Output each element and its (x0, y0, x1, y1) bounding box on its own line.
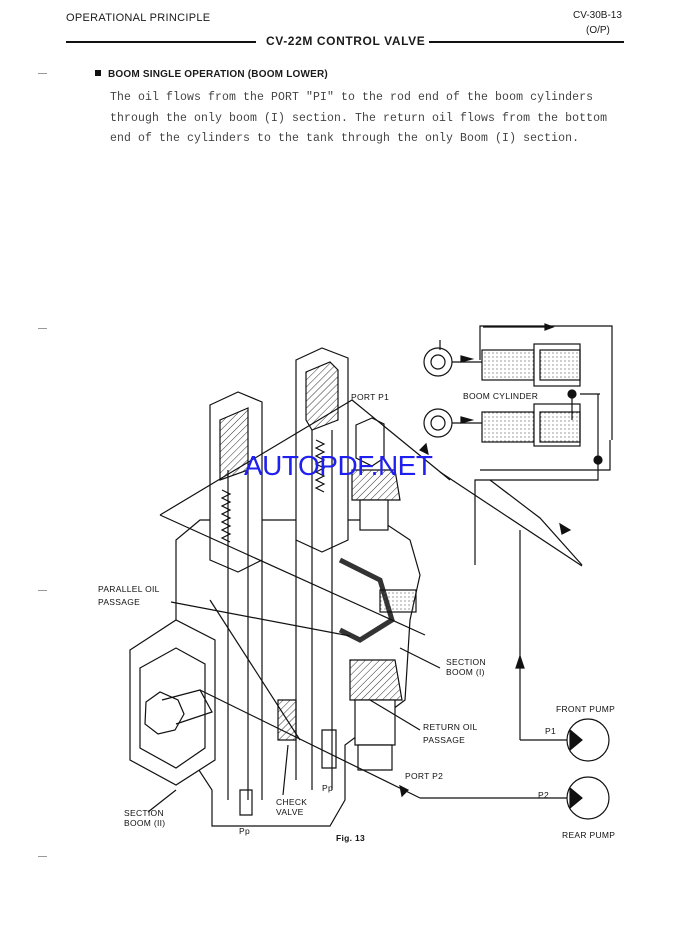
label-parallel-oil: PARALLEL OIL (98, 584, 160, 594)
relief-valve-top (355, 417, 385, 467)
front-pump (566, 718, 610, 762)
hydraulic-line (474, 460, 599, 565)
label-section-boom-ii: SECTION (124, 808, 164, 818)
label-port-p1: PORT P1 (351, 392, 390, 402)
label-return-oil: RETURN OIL (423, 722, 478, 732)
paragraph-line: end of the cylinders to the tank through… (110, 132, 580, 145)
watermark-text: AUTOPDF.NET (244, 450, 433, 481)
label-boom-cylinder: BOOM CYLINDER (463, 391, 539, 401)
label-pp: Pp (322, 783, 333, 793)
title-rule-left (66, 41, 256, 43)
label-pp: Pp (239, 826, 250, 836)
operation-heading-text: BOOM SINGLE OPERATION (BOOM LOWER) (108, 69, 328, 80)
paragraph-line: The oil flows from the PORT "PI" to the … (110, 91, 594, 104)
label-section-boom-i: SECTION (446, 657, 486, 667)
page-title: CV-22M CONTROL VALVE (262, 34, 430, 48)
description-paragraph: The oil flows from the PORT "PI" to the … (110, 88, 630, 150)
relief-valve-bottom (349, 659, 403, 701)
label-parallel-oil-passage: PASSAGE (98, 597, 141, 607)
doc-code: CV-30B-13 (573, 10, 622, 21)
plug-fitting (144, 691, 185, 735)
margin-mark (38, 856, 47, 857)
label-front-pump: FRONT PUMP (556, 704, 616, 714)
hydraulic-line (489, 479, 583, 566)
margin-mark (38, 590, 47, 591)
label-check: CHECK (276, 797, 308, 807)
cylinder-eye (423, 408, 453, 438)
label-return-oil-passage: PASSAGE (423, 735, 466, 745)
doc-sub-code: (O/P) (586, 25, 610, 36)
label-section-boom-i-name: BOOM (I) (446, 667, 485, 677)
label-section-boom-ii-name: BOOM (II) (124, 818, 166, 828)
boom-cylinder-rod (481, 349, 535, 381)
figure-caption: Fig. 13 (336, 833, 366, 843)
section-title: OPERATIONAL PRINCIPLE (66, 12, 211, 24)
paragraph-line: through the only boom (I) section. The r… (110, 111, 608, 125)
boom-cylinder-rod (481, 411, 535, 443)
cylinder-eye (423, 347, 453, 377)
bullet-icon (95, 70, 101, 76)
title-rule-right (428, 41, 624, 43)
rear-pump (566, 776, 610, 820)
label-p2: P2 (538, 790, 549, 800)
margin-mark (38, 73, 47, 74)
label-check-valve: VALVE (276, 807, 304, 817)
margin-mark (38, 328, 47, 329)
label-port-p2: PORT P2 (405, 771, 444, 781)
operation-heading: BOOM SINGLE OPERATION (BOOM LOWER) (95, 69, 328, 80)
label-rear-pump: REAR PUMP (562, 830, 616, 840)
label-p1: P1 (545, 726, 556, 736)
